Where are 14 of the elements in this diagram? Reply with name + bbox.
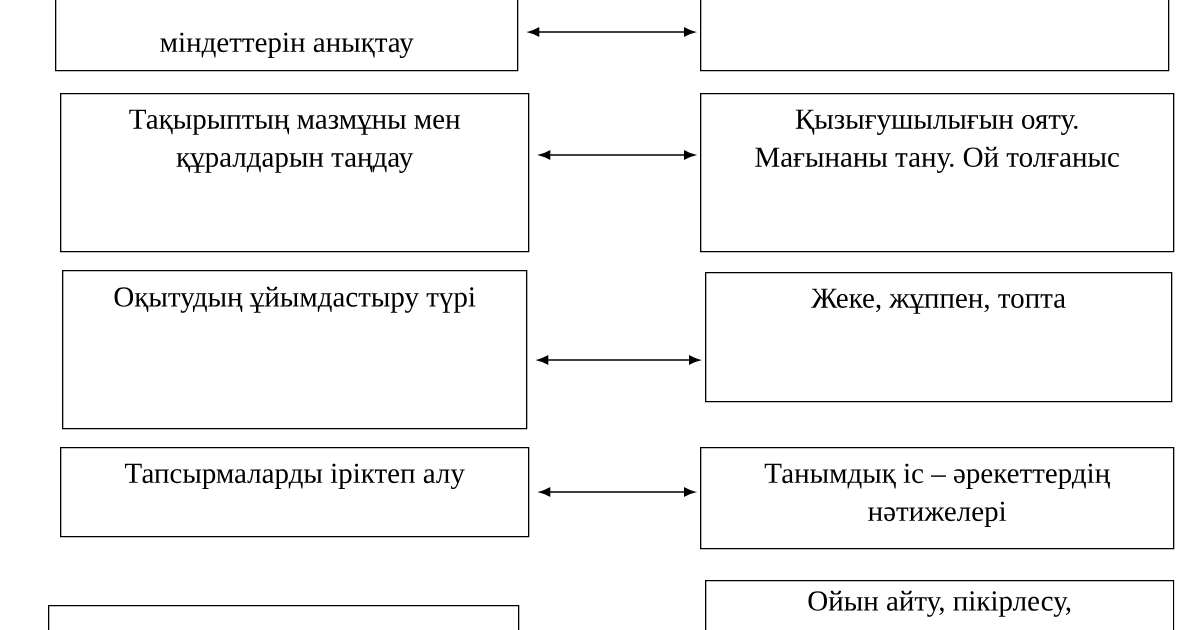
empty-box — [48, 605, 520, 630]
double-arrow — [528, 27, 696, 37]
text-box: Танымдық іс – әрекеттердің нәтижелері — [700, 447, 1175, 550]
text-box: Тапсырмаларды іріктеп алу — [60, 447, 530, 538]
text-box: Тақырыптың мазмұны мен құралдарын таңдау — [60, 93, 530, 253]
text-box: Қызығушылығын ояту. Мағынаны тану. Ой толғаныс — [700, 93, 1175, 253]
text-box: Оқытудың ұйымдастыру түрі — [62, 270, 528, 430]
text-box: міндеттерін анықтау — [55, 0, 519, 72]
text-box: Ойын айту, пікірлесу, — [705, 580, 1175, 630]
text-box: Жеке, жұппен, топта — [705, 272, 1173, 403]
double-arrow — [539, 487, 696, 497]
empty-box — [700, 0, 1170, 72]
double-arrow — [537, 355, 701, 365]
double-arrow — [539, 150, 696, 160]
